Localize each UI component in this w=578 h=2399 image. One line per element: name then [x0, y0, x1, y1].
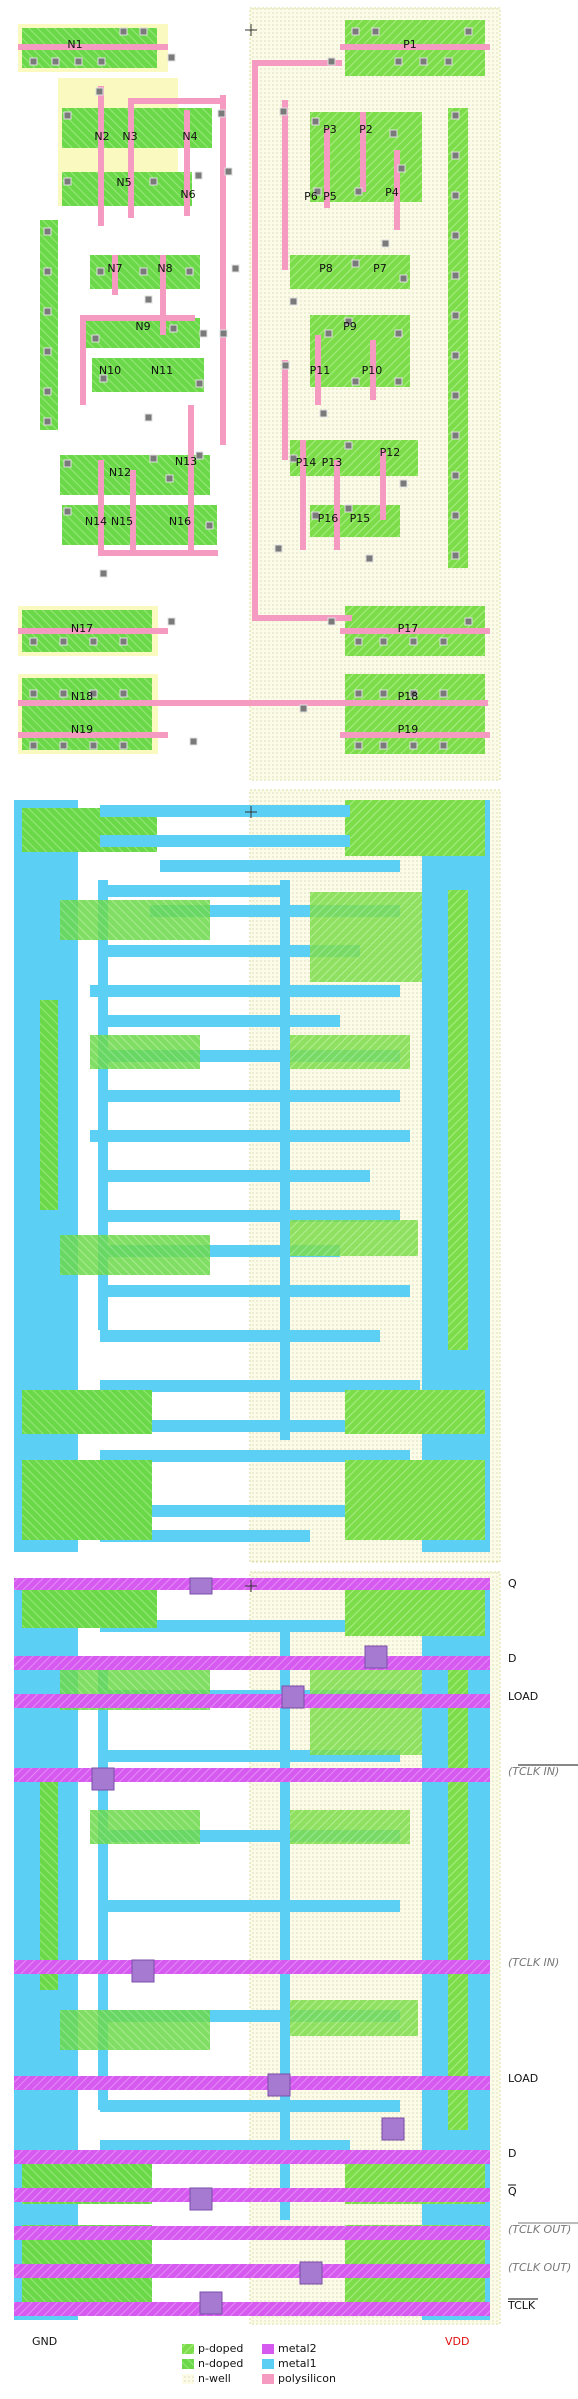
- transistor-label: P1: [403, 38, 417, 51]
- transistor-label: N11: [151, 364, 173, 377]
- transistor-label: N10: [99, 364, 121, 377]
- transistor-label: P7: [373, 262, 387, 275]
- transistor-label: P17: [398, 622, 419, 635]
- legend-swatch: [262, 2359, 274, 2369]
- signal-label: Q: [508, 1577, 517, 1590]
- vdd-label: VDD: [445, 2335, 469, 2348]
- transistor-label: P14: [296, 456, 317, 469]
- legend-swatch: [262, 2374, 274, 2384]
- legend-swatch: [182, 2359, 194, 2369]
- transistor-label: N19: [71, 723, 93, 736]
- signal-label: (TCLK OUT): [508, 2261, 571, 2274]
- legend-label: p-doped: [198, 2342, 243, 2355]
- transistor-label: N15: [111, 515, 133, 528]
- transistor-label: P8: [319, 262, 333, 275]
- signal-label: (TCLK IN): [508, 1956, 559, 1969]
- transistor-label: P5: [323, 190, 337, 203]
- legend-label: metal1: [278, 2357, 317, 2370]
- transistor-label: N12: [109, 466, 131, 479]
- transistor-label: N6: [180, 188, 195, 201]
- transistor-label: N1: [67, 38, 82, 51]
- transistor-label: N13: [175, 455, 197, 468]
- signal-label: LOAD: [508, 2072, 538, 2085]
- signal-label: (TCLK IN): [508, 1765, 559, 1778]
- transistor-label: N17: [71, 622, 93, 635]
- transistor-label: P6: [304, 190, 318, 203]
- legend: p-doped n-doped n-well metal2 metal1 polysili…: [182, 2342, 336, 2385]
- signal-label: LOAD: [508, 1690, 538, 1703]
- legend-swatch: [182, 2344, 194, 2354]
- transistor-label: N16: [169, 515, 191, 528]
- signal-label: D: [508, 2147, 516, 2160]
- transistor-label: N4: [182, 130, 197, 143]
- panel-metal1: [14, 789, 501, 1563]
- transistor-label: N9: [135, 320, 150, 333]
- signal-label: D: [508, 1652, 516, 1665]
- transistor-label: N5: [116, 176, 131, 189]
- transistor-label: N3: [122, 130, 137, 143]
- transistor-label: P9: [343, 320, 357, 333]
- signal-label: (TCLK OUT): [508, 2223, 571, 2236]
- gnd-label: GND: [32, 2335, 57, 2348]
- transistor-label: N7: [107, 262, 122, 275]
- transistor-label: N14: [85, 515, 107, 528]
- transistor-label: P18: [398, 690, 419, 703]
- transistor-label: P3: [323, 123, 337, 136]
- signal-labels: Q D LOAD (TCLK IN) (TCLK IN) LOAD D Q (TCLK OUT)…: [507, 1577, 578, 2312]
- transistor-label: P19: [398, 723, 419, 736]
- transistor-label: P10: [362, 364, 383, 377]
- legend-label: n-well: [198, 2372, 231, 2385]
- transistor-label: P16: [318, 512, 339, 525]
- transistor-label: P13: [322, 456, 343, 469]
- panel-metal2: [14, 1571, 501, 2325]
- signal-label: TCLK: [507, 2299, 536, 2312]
- signal-label: Q: [508, 2185, 517, 2198]
- transistor-label: P15: [350, 512, 371, 525]
- legend-label: metal2: [278, 2342, 317, 2355]
- legend-swatch: [182, 2374, 194, 2384]
- legend-label: n-doped: [198, 2357, 243, 2370]
- transistor-label: N8: [157, 262, 172, 275]
- transistor-label: P11: [310, 364, 331, 377]
- transistor-label: N18: [71, 690, 93, 703]
- legend-label: polysilicon: [278, 2372, 336, 2385]
- transistor-label: P4: [385, 186, 399, 199]
- transistor-label: N2: [94, 130, 109, 143]
- transistor-label: P2: [359, 123, 373, 136]
- panel-diffusion-poly: [18, 7, 501, 781]
- transistor-label: P12: [380, 446, 401, 459]
- legend-swatch: [262, 2344, 274, 2354]
